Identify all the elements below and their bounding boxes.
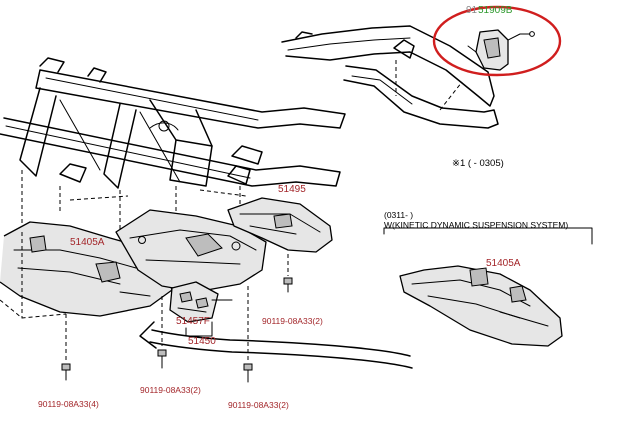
callout-51495: 51495 [278,184,306,195]
highlight-circle [432,5,562,77]
bolt-label-bottom-center: 90119-08A33(2) [140,385,201,395]
kdss-range: (0311- ) [384,210,413,220]
callout-51405A-kdss: 51405A [486,258,521,269]
skid-plate-outline-dashed [0,232,67,319]
callout-51457F: 51457F [176,316,210,327]
skid-plate-51457F [169,281,219,323]
fastener-bolt-bottom-left [61,314,71,381]
frame-rail-inset-lower [343,65,499,129]
frame-crossmember-center [149,99,213,187]
callout-51405A-left: 51405A [70,237,105,248]
fastener-bolt-bottom-right [243,286,253,383]
frame-bracket-right [59,145,263,185]
callout-51909B: 51909B [478,5,513,16]
kdss-title: W(KINETIC DYNAMIC SUSPENSION SYSTEM) [384,220,568,230]
part-51450-bracket-line [185,299,233,337]
skid-plate-51405A-kdss [399,265,563,347]
skid-plate-51495 [227,197,333,253]
frame-crossmember-left [19,87,181,189]
skid-plate-51450 [115,209,267,293]
frame-rail-inset-upper [281,25,495,107]
bolt-label-bottom-left: 90119-08A33(4) [38,399,99,409]
curved-arrow [139,321,413,369]
frame-rail-main-rear [35,69,346,129]
bolt-label-bottom-right: 90119-08A33(2) [228,400,289,410]
fastener-bolt-bottom-center [157,296,167,369]
fastener-center-post [283,254,293,293]
bracket-51909B [467,29,535,71]
frame-inset-details [295,31,463,111]
frame-bracket-left-top [39,57,107,83]
top-callout-prefix: 91 [466,5,478,16]
kdss-bracket-line [383,227,593,245]
bolt-label-center-post: 90119-08A33(2) [262,316,323,326]
callout-51450: 51450 [188,336,216,347]
note-range: ※1 ( - 0305) [452,158,504,169]
